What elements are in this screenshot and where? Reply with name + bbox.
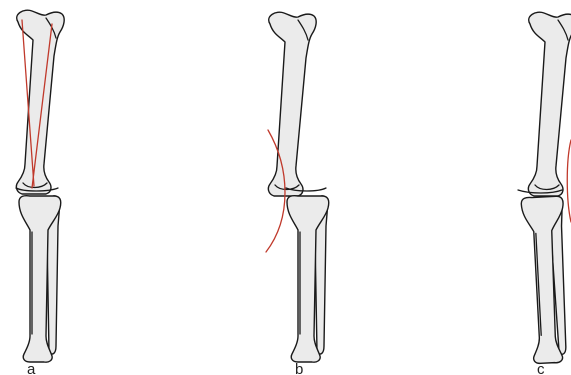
- valgus-curve-c: [567, 140, 571, 222]
- panel-b: b: [266, 12, 329, 375]
- panel-c: c: [518, 12, 571, 375]
- panel-label-c: c: [537, 361, 545, 375]
- panel-label-b: b: [295, 361, 303, 375]
- femur-b: [268, 12, 316, 196]
- femur-c: [528, 12, 571, 196]
- tibia-fibula-a: [19, 196, 61, 363]
- panel-label-a: a: [27, 361, 36, 375]
- panel-a: a: [16, 10, 64, 375]
- tibia-fibula-b: [287, 196, 329, 363]
- tibia-fibula-c: [521, 196, 571, 364]
